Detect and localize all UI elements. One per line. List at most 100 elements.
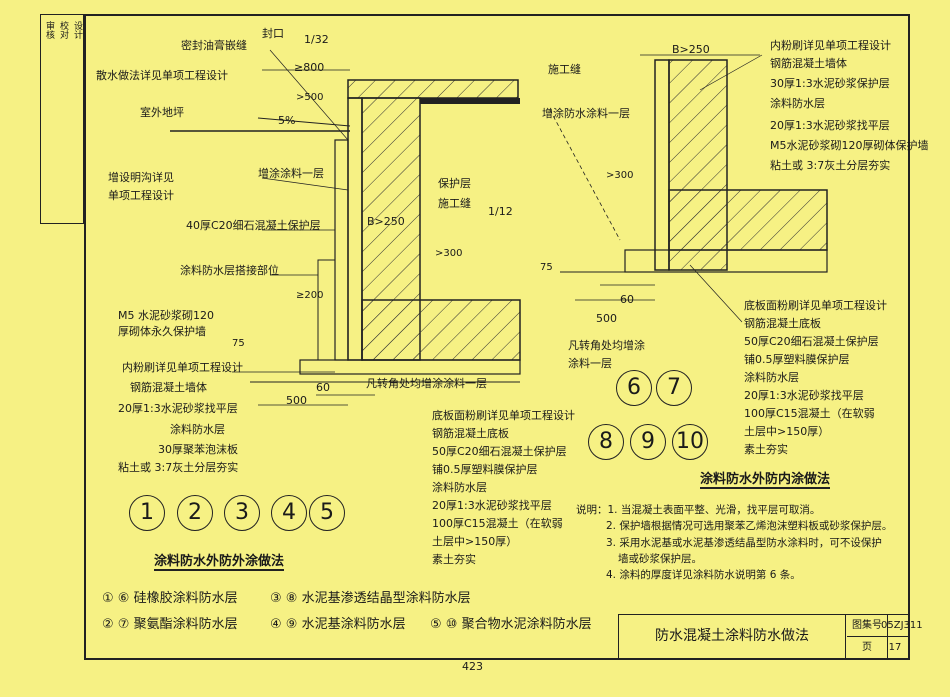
approval-strip: 审核 校对 设计: [40, 14, 84, 224]
title-external-outer: 涂料防水外防外涂做法: [154, 550, 285, 571]
label-pe-film: 铺0.5厚塑料膜保护层: [432, 463, 538, 476]
page-label: 页: [847, 637, 888, 658]
label-r-construction-joint: 施工缝: [548, 63, 581, 76]
label-r-compacted: 素土夯实: [744, 443, 788, 456]
sheet-page-number: 423: [462, 660, 483, 673]
label-protective-layer: 保护层: [438, 177, 471, 190]
label-open-trench: 增设明沟详见: [108, 171, 174, 184]
label-leveling: 20厚1:3水泥砂浆找平层: [118, 402, 238, 415]
approval-label-3: 设计: [72, 21, 82, 39]
leader-lines: [232, 49, 763, 373]
label-c20-slab: 50厚C20细石混凝土保护层: [432, 445, 567, 458]
label-added-coating: 增涂涂料一层: [258, 167, 324, 180]
label-r-dim-75: 75: [540, 262, 553, 273]
label-r-c15: 100厚C15混凝土（在软弱: [744, 407, 875, 420]
title-external-inner: 涂料防水外防内涂做法: [700, 468, 831, 489]
label-permanent-wall: 厚砌体永久保护墙: [118, 325, 206, 338]
label-coating-layer: 涂料防水层: [170, 423, 225, 436]
label-r-soft-soil: 土层中>150厚）: [744, 425, 830, 438]
label-dim-75: 75: [232, 338, 245, 349]
label-slab-finish: 底板面粉刷详见单项工程设计: [432, 409, 575, 422]
title-block: 防水混凝土涂料防水做法 图集号 05ZJ311 页 17: [618, 614, 923, 660]
label-r-20-leveling: 20厚1:3水泥砂浆找平层: [770, 119, 890, 132]
label-r-dim-500: 500: [596, 312, 617, 325]
page-number: 17: [888, 642, 902, 653]
label-rc-slab: 钢筋混凝土底板: [432, 427, 509, 440]
detail-number-8: 8: [588, 424, 624, 460]
detail-number-1: 1: [129, 495, 165, 531]
label-coating-bottom: 涂料防水层: [432, 481, 487, 494]
atlas-label: 图集号: [847, 615, 888, 637]
label-r-c20: 50厚C20细石混凝土保护层: [744, 335, 879, 348]
label-construction-joint: 施工缝: [438, 197, 471, 210]
label-r-slab-finish: 底板面粉刷详见单项工程设计: [744, 299, 887, 312]
label-soil-fill: 粘土或 3:7灰土分层夯实: [118, 461, 239, 474]
label-dim-b250-right: B>250: [672, 43, 710, 56]
label-project-design: 单项工程设计: [108, 189, 174, 202]
approval-label-2: 校对: [58, 21, 68, 39]
detail-number-6: 6: [616, 370, 652, 406]
label-r-added-coating: 增涂防水涂料一层: [542, 107, 630, 120]
label-dim-200: ≥200: [296, 290, 324, 301]
label-r-coating: 涂料防水层: [770, 97, 825, 110]
label-corner-coating: 凡转角处均增涂涂料一层: [366, 377, 487, 390]
note-3b: 墙或砂浆保护层。: [618, 552, 702, 565]
legend-3: ② ⑦ 聚氨酯涂料防水层: [102, 617, 238, 632]
label-r-dim-300: >300: [606, 170, 634, 181]
detail-number-3: 3: [224, 495, 260, 531]
label-foam-board: 30厚聚苯泡沫板: [158, 443, 238, 456]
label-dim-b250: B>250: [367, 215, 405, 228]
label-dim-500-bottom: 500: [286, 394, 307, 407]
note-2: 2. 保护墙根据情况可选用聚苯乙烯泡沫塑料板或砂浆保护层。: [606, 520, 893, 533]
legend-1: ① ⑥ 硅橡胶涂料防水层: [102, 591, 238, 606]
label-r-m5-wall: M5水泥砂浆砌120厚砌体保护墙: [770, 139, 929, 152]
label-r-30-mortar: 30厚1:3水泥砂浆保护层: [770, 77, 890, 90]
label-r-rc-wall: 钢筋混凝土墙体: [770, 57, 847, 70]
note-3: 3. 采用水泥基或水泥基渗透结晶型防水涂料时，可不设保护: [606, 536, 882, 549]
legend-2: ③ ⑧ 水泥基渗透结晶型涂料防水层: [270, 591, 471, 606]
label-lap-area: 涂料防水层搭接部位: [180, 264, 279, 277]
label-r-soil: 粘土或 3:7灰土分层夯实: [770, 159, 891, 172]
label-r-rc-slab: 钢筋混凝土底板: [744, 317, 821, 330]
label-slope: 5%: [278, 114, 296, 127]
atlas-number: 05ZJ311: [881, 615, 923, 637]
label-rc-wall: 钢筋混凝土墙体: [130, 381, 207, 394]
label-sealant-joint: 密封油膏嵌缝: [181, 39, 247, 52]
note-4: 4. 涂料的厚度详见涂料防水说明第 6 条。: [606, 569, 801, 582]
detail-number-10: 10: [672, 424, 708, 460]
label-compacted: 素土夯实: [432, 553, 476, 566]
label-leveling-bottom: 20厚1:3水泥砂浆找平层: [432, 499, 552, 512]
label-r-dim-60: 60: [620, 293, 634, 306]
label-drainage: 散水做法详见单项工程设计: [96, 69, 228, 82]
label-r-leveling-2: 20厚1:3水泥砂浆找平层: [744, 389, 864, 402]
detail-number-2: 2: [177, 495, 213, 531]
label-dim-800: ≥800: [294, 61, 325, 74]
detail-number-9: 9: [630, 424, 666, 460]
label-soft-soil: 土层中>150厚）: [432, 535, 518, 548]
detail-number-4: 4: [271, 495, 307, 531]
label-ref-1-12: 1/12: [488, 205, 513, 218]
label-m5-mortar: M5 水泥砂浆砌120: [118, 309, 214, 322]
label-c20-protection: 40厚C20细石混凝土保护层: [186, 219, 321, 232]
label-inner-finish: 内粉刷详见单项工程设计: [122, 361, 243, 374]
label-dim-500: >500: [296, 92, 324, 103]
approval-label-1: 审核: [44, 21, 54, 39]
label-c15: 100厚C15混凝土（在软弱: [432, 517, 563, 530]
label-outdoor-ground: 室外地坪: [140, 106, 184, 119]
label-r-corner-2: 涂料一层: [568, 357, 612, 370]
drawing-title: 防水混凝土涂料防水做法: [619, 615, 846, 658]
label-r-inner-finish: 内粉刷详见单项工程设计: [770, 39, 891, 52]
label-dim-60: 60: [316, 381, 330, 394]
label-dim-300: >300: [435, 248, 463, 259]
detail-number-5: 5: [309, 495, 345, 531]
legend-4: ④ ⑨ 水泥基涂料防水层: [270, 617, 406, 632]
detail-number-7: 7: [656, 370, 692, 406]
note-1: 说明：1. 当混凝土表面平整、光滑，找平层可取消。: [576, 504, 821, 516]
label-r-coating-2: 涂料防水层: [744, 371, 799, 384]
legend-5: ⑤ ⑩ 聚合物水泥涂料防水层: [430, 617, 592, 632]
drawing-frame: [84, 14, 910, 660]
notes: 说明：1. 当混凝土表面平整、光滑，找平层可取消。 2. 保护墙根据情况可选用聚…: [576, 502, 892, 583]
right-detail: [549, 54, 828, 301]
label-detail-ref-1-32: 1/32: [304, 33, 329, 46]
